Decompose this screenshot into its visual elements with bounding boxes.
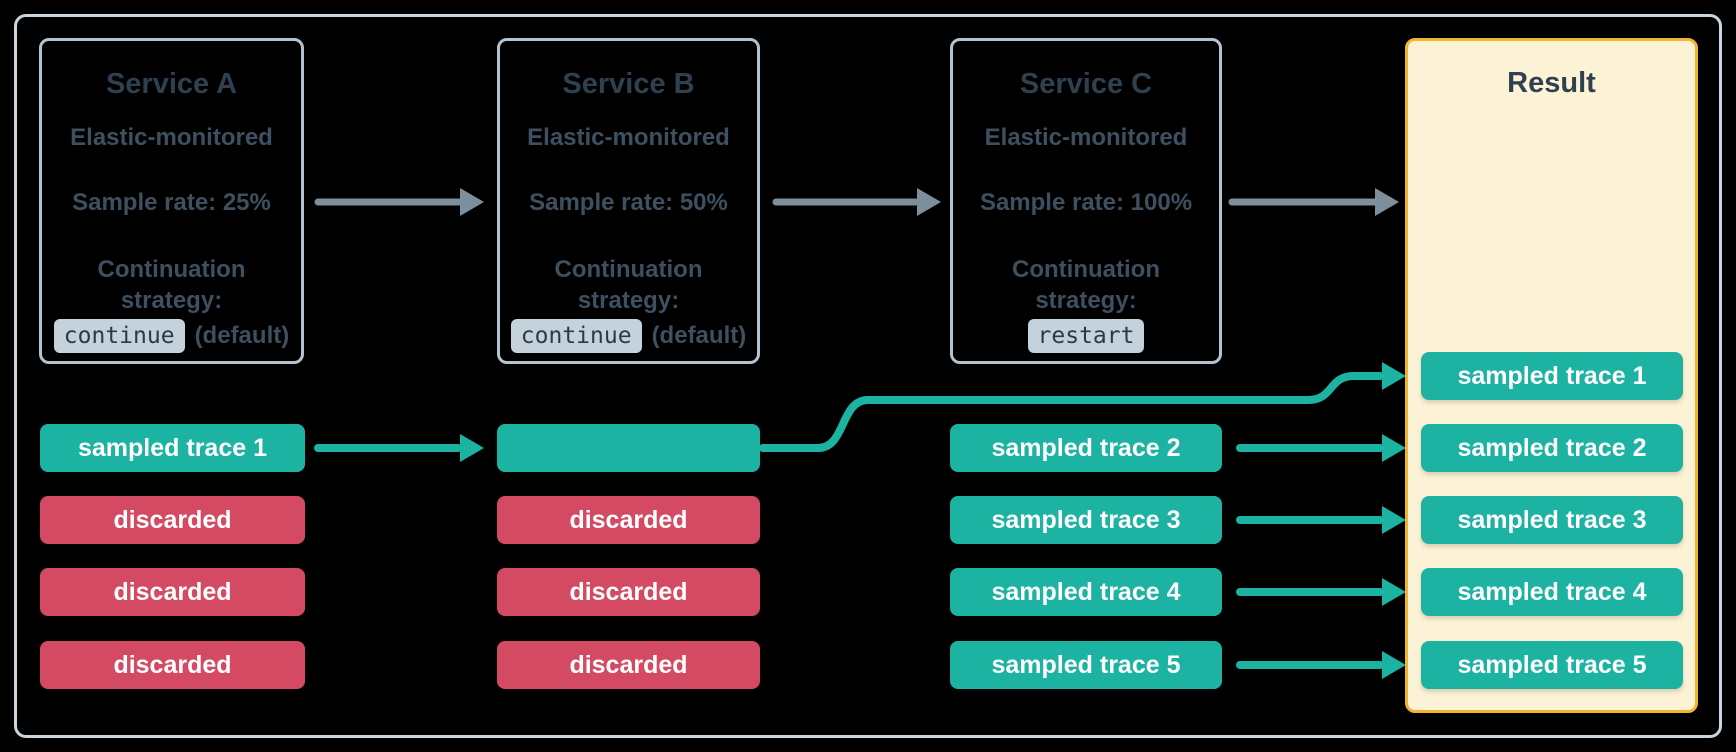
- service-c-monitoring: Elastic-monitored: [984, 124, 1188, 151]
- service-b-sample-rate: Sample rate: 50%: [529, 189, 728, 216]
- service-c-strategy-chip: restart: [1027, 319, 1145, 353]
- discarded-pill: discarded: [40, 568, 305, 616]
- discarded-pill: discarded: [497, 496, 760, 544]
- trace-pill: sampled trace 5: [950, 641, 1222, 689]
- service-c-box: Service C Elastic-monitored Sample rate:…: [950, 38, 1222, 364]
- discarded-pill: discarded: [497, 641, 760, 689]
- service-b-box: Service B Elastic-monitored Sample rate:…: [497, 38, 760, 364]
- discarded-pill: discarded: [497, 568, 760, 616]
- result-trace-pill: sampled trace 4: [1421, 568, 1683, 616]
- trace-pill: sampled trace 1: [40, 424, 305, 472]
- trace-pill: sampled trace 2: [950, 424, 1222, 472]
- service-c-continuation-label: Continuation strategy:: [1012, 256, 1160, 314]
- service-c-strategy-row: restart: [1027, 319, 1145, 353]
- diagram-frame: [14, 14, 1722, 738]
- service-a-monitoring: Elastic-monitored: [70, 124, 273, 151]
- service-a-strategy-suffix: (default): [194, 322, 290, 349]
- service-a-strategy-row: continue (default): [53, 319, 290, 353]
- service-b-monitoring: Elastic-monitored: [527, 124, 730, 151]
- discarded-pill: discarded: [40, 496, 305, 544]
- trace-pill: sampled trace 3: [950, 496, 1222, 544]
- service-b-title: Service B: [562, 68, 695, 100]
- trace-pill: sampled trace 4: [950, 568, 1222, 616]
- service-c-sample-rate: Sample rate: 100%: [979, 189, 1193, 216]
- service-b-strategy-suffix: (default): [651, 322, 747, 349]
- result-trace-pill: sampled trace 5: [1421, 641, 1683, 689]
- discarded-pill: discarded: [40, 641, 305, 689]
- service-a-continuation-label: Continuation strategy:: [97, 256, 246, 314]
- result-trace-pill: sampled trace 1: [1421, 352, 1683, 400]
- trace-pill-unlabeled: [497, 424, 760, 472]
- service-b-continuation-label: Continuation strategy:: [554, 256, 703, 314]
- service-c-title: Service C: [1019, 68, 1153, 100]
- result-title: Result: [1507, 67, 1596, 99]
- result-trace-pill: sampled trace 3: [1421, 496, 1683, 544]
- service-b-strategy-row: continue (default): [510, 319, 747, 353]
- service-a-sample-rate: Sample rate: 25%: [72, 189, 271, 216]
- service-b-strategy-chip: continue: [510, 319, 642, 353]
- result-trace-pill: sampled trace 2: [1421, 424, 1683, 472]
- service-a-box: Service A Elastic-monitored Sample rate:…: [39, 38, 304, 364]
- service-a-strategy-chip: continue: [53, 319, 185, 353]
- service-a-title: Service A: [105, 68, 238, 100]
